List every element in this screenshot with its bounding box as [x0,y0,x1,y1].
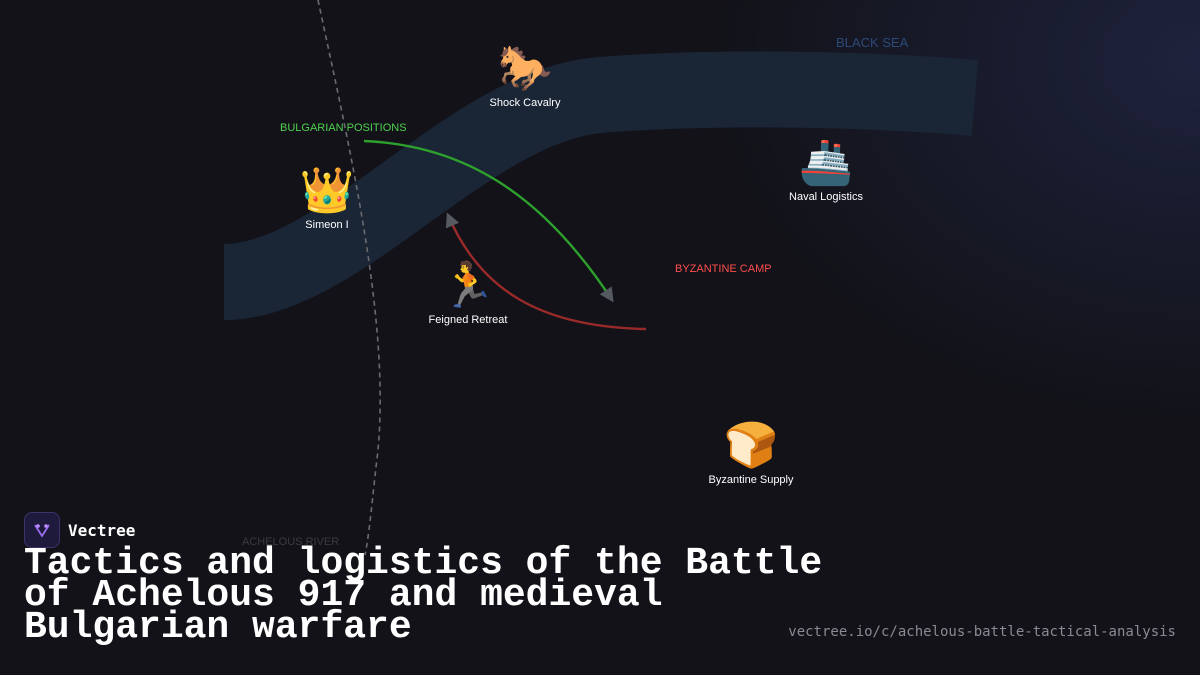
runner-icon: 🏃 [440,261,496,310]
brand-name: Vectree [68,520,136,540]
feigned-retreat-arrow [445,212,647,331]
shock-cavalry-node: 🐎 Shock Cavalry [489,44,561,110]
bread-icon: 🍞 [723,421,779,470]
byzantine-supply-node: 🍞 Byzantine Supply [708,421,794,487]
bulgarian-positions-label: BULGARIAN POSITIONS [280,122,407,134]
achelous-river-label: ACHELOUS RIVER [242,536,340,548]
vectree-logo-icon [24,512,60,548]
black-sea-label: BLACK SEA [836,35,909,50]
feigned-retreat-label: Feigned Retreat [428,314,508,326]
byzantine-supply-label: Byzantine Supply [708,474,794,486]
horse-icon: 🐎 [497,44,553,93]
shock-cavalry-label: Shock Cavalry [489,97,561,109]
naval-logistics-node: 🚢 Naval Logistics [789,138,863,204]
simeon-label: Simeon I [305,219,349,231]
river-band [221,51,979,320]
byzantine-camp-label: BYZANTINE CAMP [675,263,772,275]
source-url[interactable]: vectree.io/c/achelous-battle-tactical-an… [788,624,1176,640]
bulgarian-attack-arrow [363,139,614,303]
naval-logistics-label: Naval Logistics [789,191,863,203]
page-title: Tactics and logistics of the Battle of A… [24,542,823,649]
simeon-node: 👑 Simeon I [299,166,355,232]
crown-icon: 👑 [299,166,355,215]
brand: Vectree [24,512,135,548]
feigned-retreat-node: 🏃 Feigned Retreat [428,261,508,327]
ship-icon: 🚢 [798,138,854,187]
achelous-river-line [317,0,381,556]
